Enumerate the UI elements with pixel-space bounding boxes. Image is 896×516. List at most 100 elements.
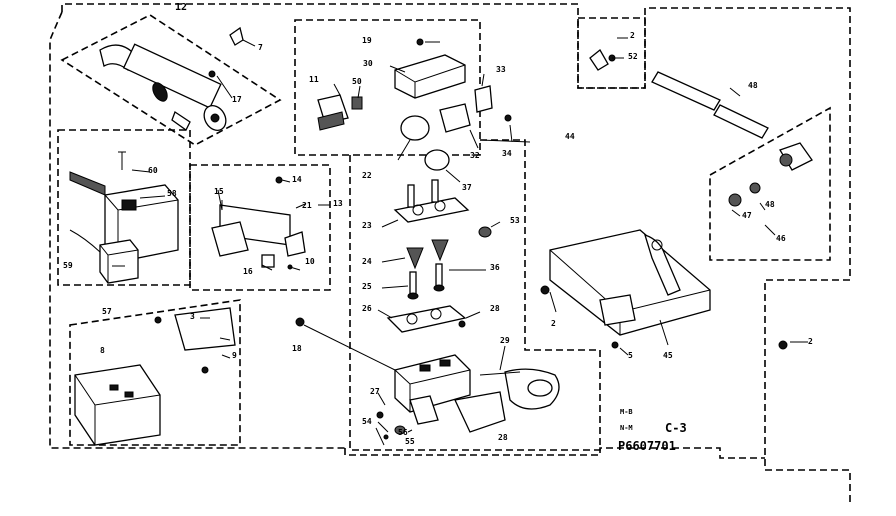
- callout-33: 33: [496, 65, 506, 74]
- callout-2-right: 2: [808, 337, 813, 346]
- callout-11: 11: [309, 75, 319, 84]
- caption-small-b: N-M: [620, 424, 633, 432]
- callout-37: 37: [462, 183, 472, 192]
- clip-50: [351, 96, 363, 110]
- callout-7: 7: [258, 43, 263, 52]
- part-number: P6607701: [618, 439, 676, 453]
- solenoid-59: [69, 229, 139, 284]
- callout-36: 36: [490, 263, 500, 272]
- screw-27: [376, 411, 384, 419]
- callout-9: 9: [232, 351, 237, 360]
- gasket-32: [439, 103, 471, 133]
- rod-49: [651, 71, 769, 139]
- callout-18: 18: [292, 344, 302, 353]
- cap-22: [400, 115, 430, 141]
- center-assembly-frame-lower: [349, 139, 601, 451]
- screw-2-right: [778, 340, 788, 350]
- cap-37: [424, 149, 450, 171]
- callout-44: 44: [565, 132, 575, 141]
- callout-12: 12: [175, 2, 188, 13]
- leader-18: [303, 324, 396, 371]
- clip-part-7: [229, 26, 244, 46]
- callout-52: 52: [628, 52, 638, 61]
- screw-34: [504, 114, 512, 122]
- callout-29: 29: [500, 336, 510, 345]
- callout-46: 46: [776, 234, 786, 243]
- screw-2-lower: [540, 285, 550, 295]
- callout-26: 26: [362, 304, 372, 313]
- callout-54: 54: [362, 417, 372, 426]
- caption-small-a: M-B: [620, 408, 633, 416]
- housing-30: [394, 38, 466, 99]
- valve-plate-23: [393, 179, 470, 223]
- callout-28-lower: 28: [498, 433, 508, 442]
- switch-bracket: [211, 176, 306, 270]
- pin-54: [375, 427, 385, 446]
- callout-5: 5: [628, 351, 633, 360]
- callout-19: 19: [362, 36, 372, 45]
- center-assembly-frame: [294, 19, 481, 156]
- springs-24: [406, 239, 449, 270]
- switch-housing: [74, 307, 236, 446]
- callout-60: 60: [148, 166, 158, 175]
- callout-34: 34: [502, 149, 512, 158]
- callout-45: 45: [663, 351, 673, 360]
- group-12-frame: [60, 14, 282, 146]
- clip-33: [474, 85, 493, 113]
- callout-21: 21: [302, 201, 312, 210]
- callout-14: 14: [292, 175, 302, 184]
- callout-3: 3: [190, 312, 195, 321]
- callout-55: 55: [405, 437, 415, 446]
- screw-17: [208, 70, 216, 78]
- callout-56: 56: [398, 428, 408, 437]
- callout-2-top: 2: [630, 31, 635, 40]
- left-dashed-border: [49, 11, 345, 449]
- callout-24: 24: [362, 257, 372, 266]
- valve-46: [728, 142, 813, 207]
- screw-5: [611, 341, 619, 349]
- callout-13: 13: [333, 199, 343, 208]
- callout-28: 28: [490, 304, 500, 313]
- callout-57: 57: [102, 307, 112, 316]
- callout-50: 50: [352, 77, 362, 86]
- screw-28: [458, 320, 466, 328]
- callout-53: 53: [510, 216, 520, 225]
- callout-2-lower: 2: [551, 319, 556, 328]
- lever-29: [479, 368, 560, 410]
- lower-dashed-border: [344, 447, 765, 459]
- pins-25-36: [407, 263, 445, 300]
- main-valve-body: [394, 354, 506, 433]
- callout-58: 58: [167, 189, 177, 198]
- callout-48-upper: 48: [748, 81, 758, 90]
- callout-17: 17: [232, 95, 242, 104]
- group-lower-left-frame: [69, 299, 241, 446]
- igniter-assembly: [99, 43, 227, 131]
- group-2-frame: [577, 17, 646, 89]
- callout-47: 47: [742, 211, 752, 220]
- callout-15: 15: [214, 187, 224, 196]
- callout-59: 59: [63, 261, 73, 270]
- figure-code: C-3: [665, 421, 687, 435]
- spring-56: [394, 425, 406, 435]
- callout-25: 25: [362, 282, 372, 291]
- callout-27: 27: [370, 387, 380, 396]
- outer-dashed-border: [61, 3, 851, 505]
- screw-60: [118, 151, 126, 170]
- plate-26: [386, 305, 467, 333]
- clip-2-52: [589, 49, 616, 71]
- group-13-frame: [189, 164, 331, 291]
- callout-48-lower: 48: [765, 200, 775, 209]
- callout-23: 23: [362, 221, 372, 230]
- callout-16: 16: [243, 267, 253, 276]
- screw-18: [295, 317, 305, 327]
- callout-22: 22: [362, 171, 372, 180]
- part-11: [317, 94, 349, 131]
- callout-32: 32: [470, 151, 480, 160]
- leader-lines: [112, 37, 808, 433]
- group-57-frame: [57, 129, 191, 286]
- callout-8: 8: [100, 346, 105, 355]
- group-46-frame: [709, 106, 831, 261]
- callout-30: 30: [363, 59, 373, 68]
- bracket-45: [549, 229, 711, 336]
